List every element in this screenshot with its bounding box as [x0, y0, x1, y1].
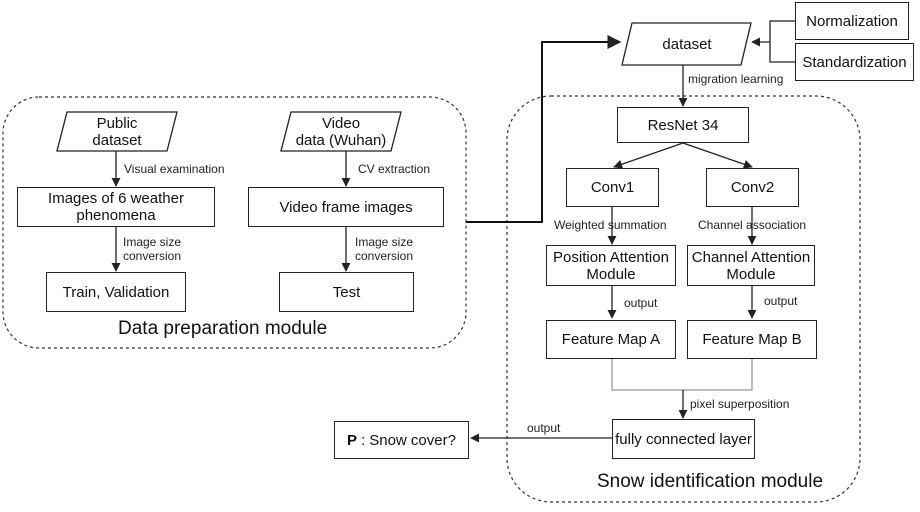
visual-examination-label: Visual examination [124, 162, 225, 176]
train-validation-node: Train, Validation [46, 272, 186, 312]
standardization-node: Standardization [795, 43, 914, 81]
feature-merge-lines [611, 359, 753, 391]
resnet-to-conv1-arrow [613, 142, 684, 169]
prep-to-dataset-arrow [466, 35, 622, 223]
conv1-node: Conv1 [566, 168, 659, 207]
migration-learning-label: migration learning [688, 72, 784, 86]
dataset-shape [621, 22, 752, 66]
channel-attention-module-node: Channel Attention Module [687, 245, 815, 286]
video-data-node: Video data (Wuhan) [295, 114, 387, 149]
images-6-weather-node: Images of 6 weather phenomena [17, 187, 215, 227]
output-a-label: output [624, 296, 658, 310]
weighted-summation-label: Weighted summation [554, 218, 667, 232]
feature-map-b-node: Feature Map B [687, 320, 817, 359]
test-node: Test [279, 272, 414, 312]
public-dataset-node: Public dataset [92, 114, 142, 149]
snow-cover-output-node: P: Snow cover? [334, 421, 469, 459]
conv2-node: Conv2 [706, 168, 799, 207]
p-colon: : [361, 431, 366, 449]
cv-extraction-label: CV extraction [358, 162, 431, 176]
position-attention-module-node: Position Attention Module [546, 245, 676, 286]
resnet-to-conv2-arrow [682, 142, 753, 169]
dataset-node: dataset [662, 35, 712, 53]
p-label: P [347, 431, 358, 449]
image-size-conversion-right-label: Image size conversion [355, 235, 414, 263]
resnet-34-node: ResNet 34 [617, 107, 749, 143]
normalization-connector [769, 20, 795, 42]
video-frame-images-node: Video frame images [248, 187, 444, 227]
output-b-label: output [764, 294, 798, 308]
image-size-conversion-left-label: Image size conversion [123, 235, 182, 263]
feature-map-a-node: Feature Map A [546, 320, 676, 359]
pixel-superposition-label: pixel superposition [690, 397, 790, 411]
standardization-connector [769, 42, 795, 63]
public-dataset-shape [56, 111, 178, 152]
fully-connected-layer-node: fully connected layer [612, 419, 755, 459]
output-final-label: output [527, 421, 561, 435]
normalization-node: Normalization [795, 2, 909, 40]
channel-association-label: Channel association [698, 218, 807, 232]
video-data-shape [280, 111, 402, 152]
snow-identification-module-title: Snow identification module [597, 471, 824, 492]
snow-cover-question: Snow cover? [369, 431, 456, 449]
data-preparation-module-title: Data preparation module [118, 318, 328, 339]
